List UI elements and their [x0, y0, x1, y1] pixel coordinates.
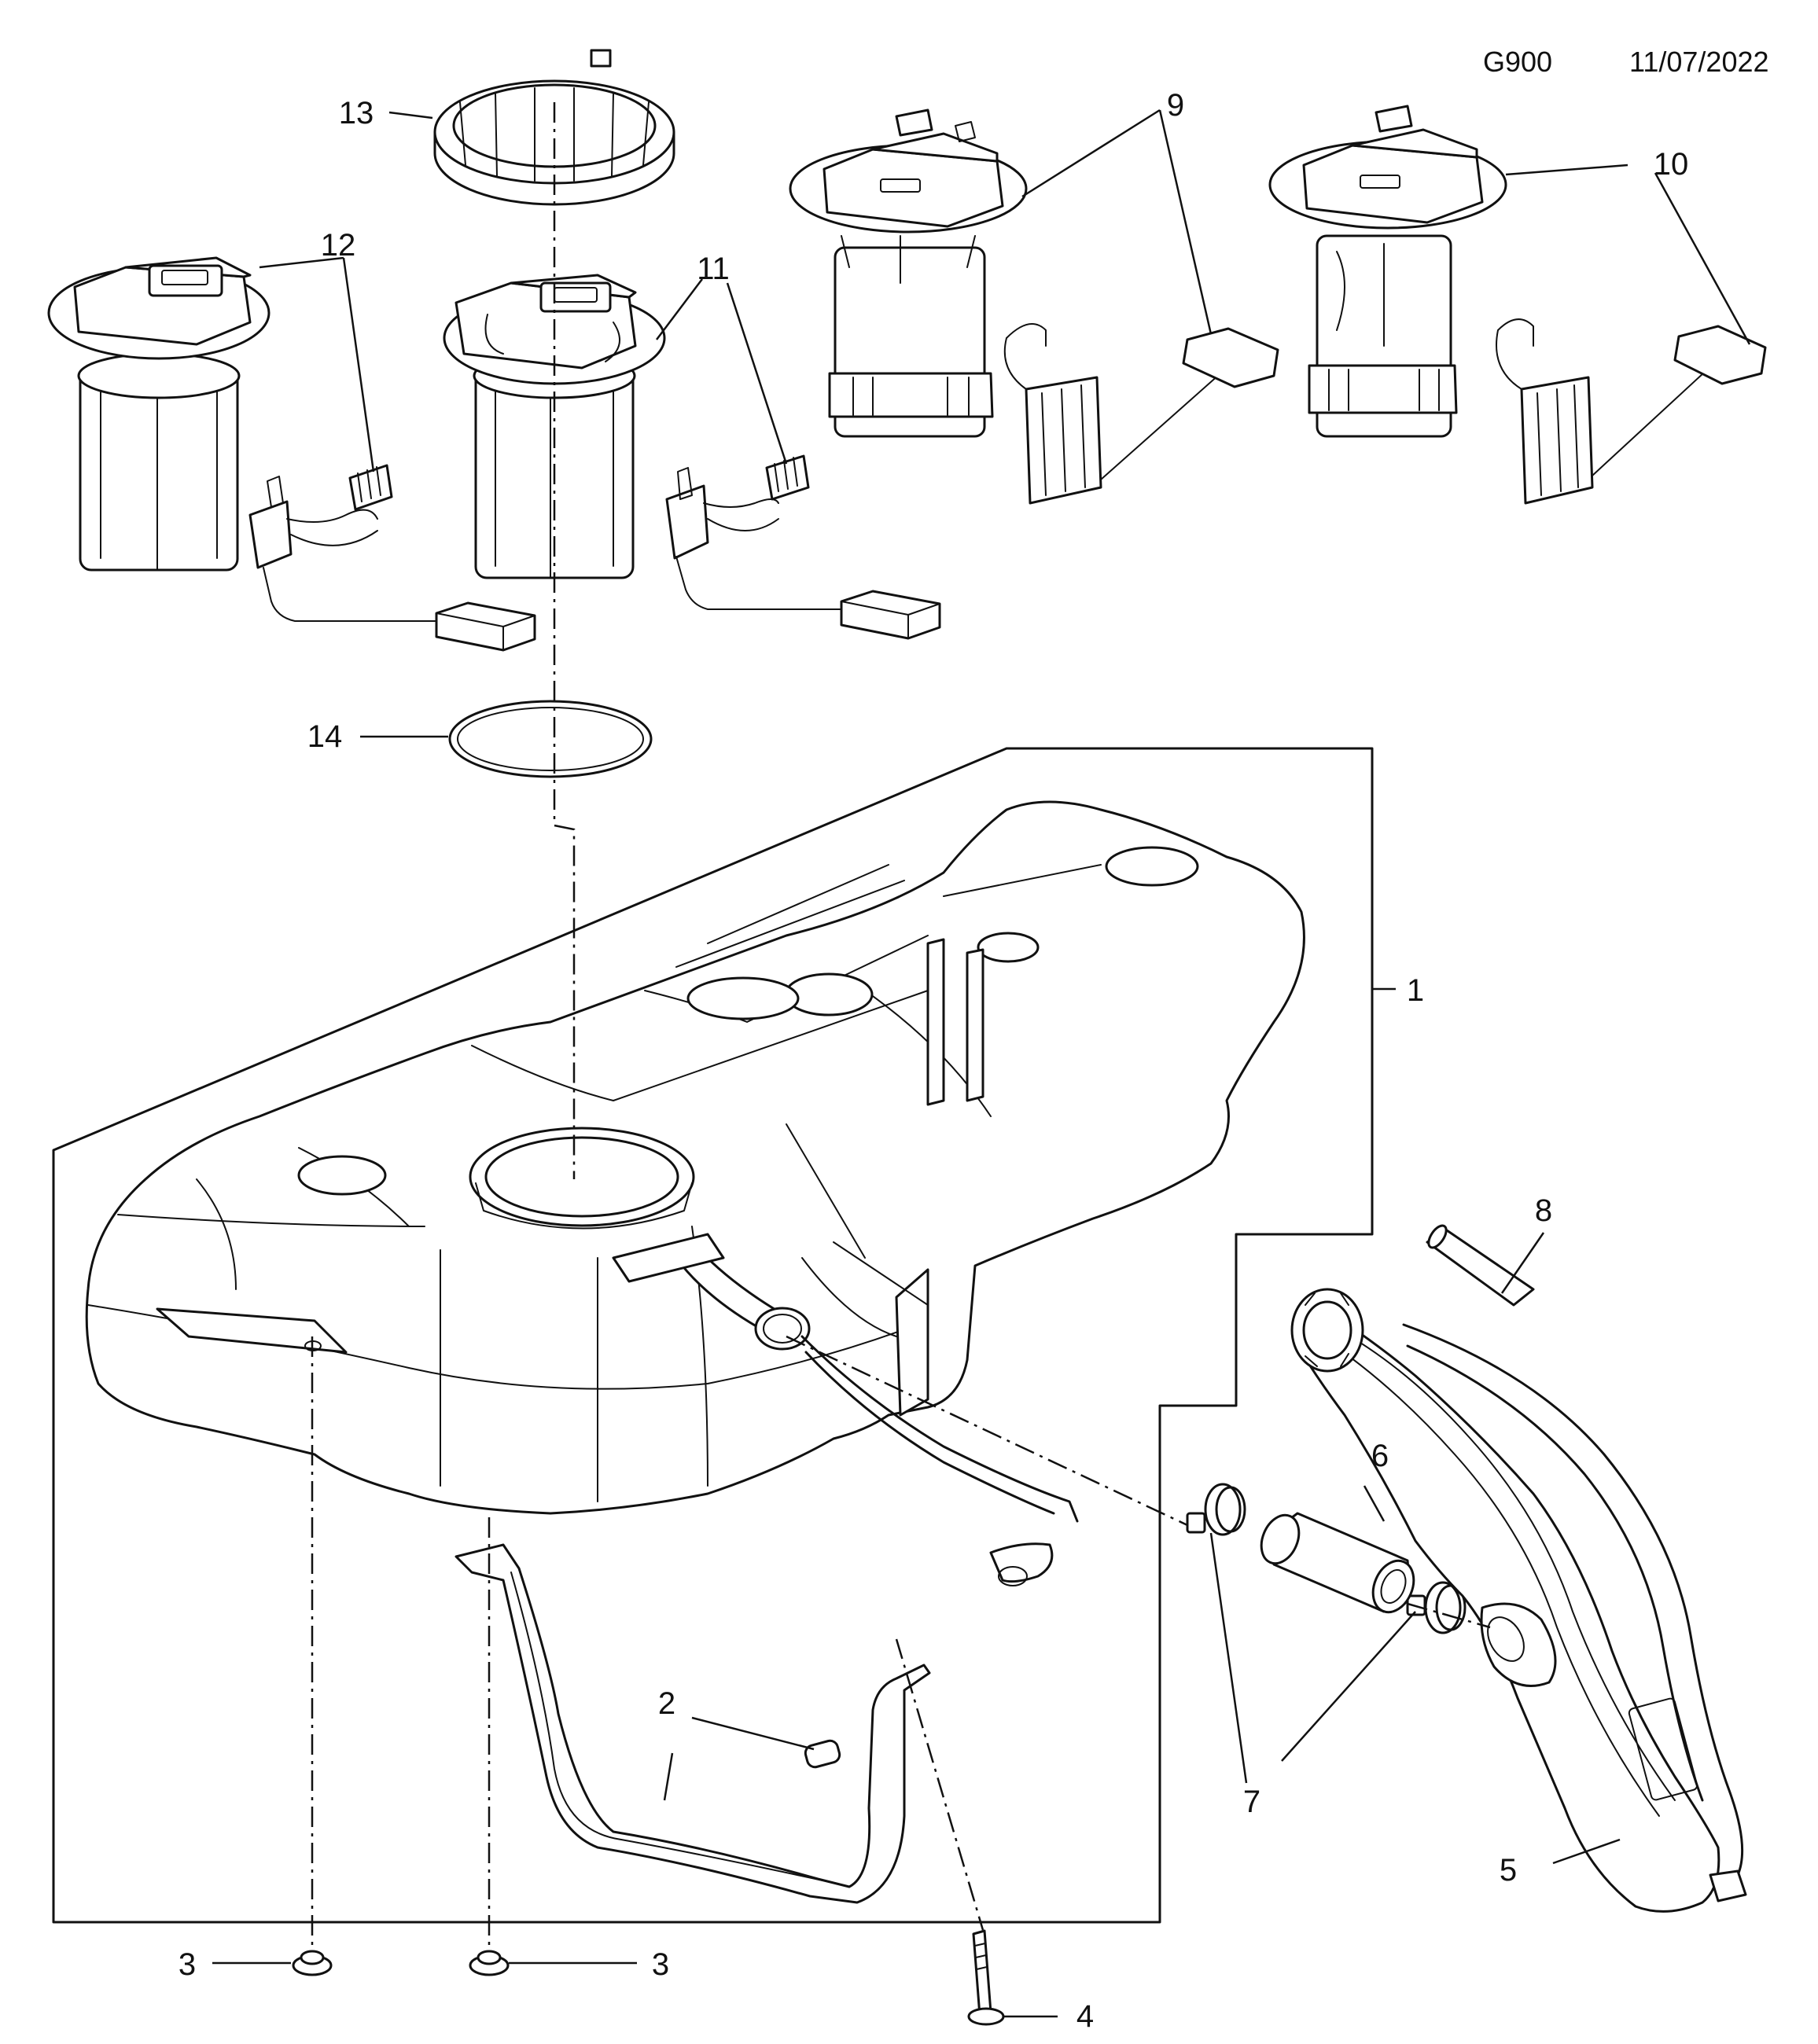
callout-13: 13 — [339, 96, 374, 131]
sealing-ring-part — [448, 700, 653, 778]
callout-labels: 1 2 3 3 4 5 6 7 8 9 10 11 12 13 14 — [178, 88, 1688, 2034]
drawing-code: G900 — [1483, 46, 1553, 78]
callout-10: 10 — [1654, 147, 1689, 182]
callout-3-center: 3 — [652, 1947, 669, 1982]
callout-3-left: 3 — [178, 1947, 196, 1982]
fuel-pump-module-left — [47, 256, 270, 572]
hose-clamp-left — [1186, 1483, 1246, 1536]
fuel-tank-part — [85, 800, 1305, 1586]
callout-1: 1 — [1407, 973, 1424, 1008]
bolt-part — [967, 1929, 1005, 2026]
leader-lines — [212, 108, 1751, 2018]
callout-6: 6 — [1371, 1439, 1389, 1473]
callout-9: 9 — [1167, 88, 1184, 123]
drawing-date: 11/07/2022 — [1629, 46, 1769, 78]
assembly-centerlines — [311, 102, 1491, 1950]
callout-4: 4 — [1076, 1999, 1094, 2034]
callout-2: 2 — [658, 1686, 675, 1721]
callout-7: 7 — [1243, 1785, 1260, 1819]
clip-nut-center — [469, 1950, 510, 1976]
connecting-hose-part — [1260, 1512, 1415, 1614]
filler-pipe-part — [1290, 1288, 1747, 1913]
fuel-level-sender-center — [665, 454, 941, 640]
fuel-pump-module-10 — [1268, 105, 1507, 438]
callout-11: 11 — [697, 252, 730, 286]
group-boundary-frame — [52, 747, 1374, 1924]
fuel-level-sender-10 — [1496, 318, 1767, 505]
fuel-level-sender-left — [248, 464, 536, 652]
callout-12: 12 — [321, 228, 356, 263]
tank-strap-part — [454, 1543, 931, 1904]
callout-5: 5 — [1500, 1853, 1517, 1888]
callout-14: 14 — [307, 719, 343, 754]
fuel-level-sender-9 — [1003, 323, 1279, 505]
vent-tube-part — [1426, 1224, 1535, 1307]
clip-nut-left — [292, 1950, 333, 1976]
fuel-pump-module-9 — [789, 108, 1028, 438]
callout-8: 8 — [1535, 1193, 1552, 1228]
